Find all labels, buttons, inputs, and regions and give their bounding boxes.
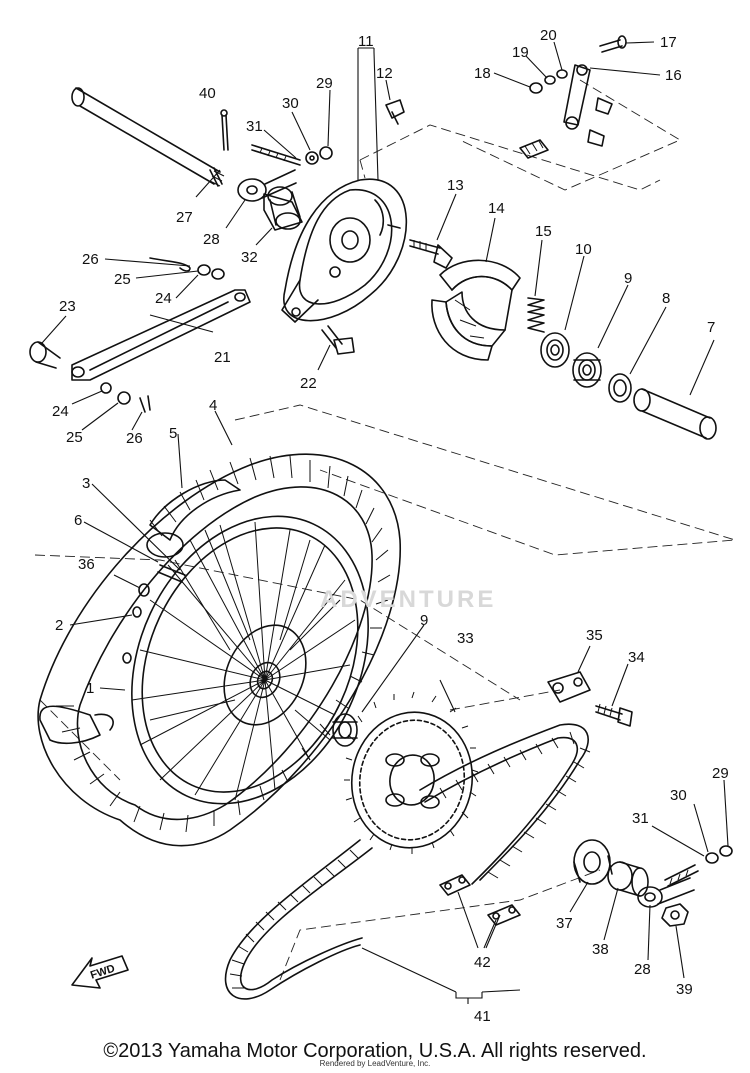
part-label-10: 10 (575, 241, 592, 258)
sprocket-hub-collar (573, 839, 649, 897)
plate-screw (385, 99, 405, 125)
part-label-9-lower: 9 (420, 612, 428, 629)
lever-fasteners (529, 35, 627, 94)
part-label-6: 6 (74, 512, 82, 529)
part-label-9: 9 (624, 270, 632, 287)
bearing-left (540, 332, 570, 368)
part-label-13: 13 (447, 177, 464, 194)
part-label-14: 14 (488, 200, 505, 217)
part-label-22: 22 (300, 375, 317, 392)
wheel-collar (633, 388, 717, 440)
part-label-26-upper: 26 (82, 251, 99, 268)
tube-and-rim-band (146, 479, 241, 583)
part-label-41: 41 (474, 1008, 491, 1025)
axle (71, 87, 225, 187)
part-label-29-upper: 29 (316, 75, 333, 92)
part-label-21: 21 (214, 349, 231, 366)
part-label-18: 18 (474, 65, 491, 82)
brake-shoes (431, 259, 521, 361)
rear-tire (37, 453, 401, 847)
part-number-labels: 1 2 3 4 5 6 7 8 9 9 10 11 12 13 14 15 16… (52, 27, 729, 1025)
spoke-nipples (122, 583, 150, 664)
part-label-32: 32 (241, 249, 258, 266)
chain-puller (547, 671, 633, 727)
part-label-8: 8 (662, 290, 670, 307)
part-label-31-upper: 31 (246, 118, 263, 135)
forward-arrow-icon: FWD (71, 955, 129, 989)
copyright-notice: ©2013 Yamaha Motor Corporation, U.S.A. A… (103, 1040, 647, 1062)
part-label-24-lower: 24 (52, 403, 69, 420)
part-label-1: 1 (86, 680, 94, 697)
part-label-4: 4 (209, 397, 217, 414)
return-spring (527, 297, 545, 333)
bearing-hub (332, 713, 358, 747)
leader-lines (41, 41, 729, 1004)
rim-and-spokes (131, 515, 369, 805)
part-label-25-upper: 25 (114, 271, 131, 288)
part-label-37: 37 (556, 915, 573, 932)
master-link (439, 874, 521, 926)
part-label-24-upper: 24 (155, 290, 172, 307)
brake-shoe-plate (281, 178, 408, 323)
fasteners-torque-arm (100, 257, 225, 413)
watermark-text: ADVENTURE (320, 586, 496, 613)
part-label-30-lower: 30 (670, 787, 687, 804)
part-label-38: 38 (592, 941, 609, 958)
brake-cam (409, 239, 453, 269)
part-label-35: 35 (586, 627, 603, 644)
adjuster-bolt-upper (251, 144, 333, 166)
part-label-33: 33 (457, 630, 474, 647)
cotter-pin (220, 109, 229, 151)
rendered-by-credit: Rendered by LeadVenture, Inc. (319, 1059, 431, 1068)
part-label-16: 16 (665, 67, 682, 84)
part-label-2: 2 (55, 617, 63, 634)
part-label-26-lower: 26 (126, 430, 143, 447)
brake-plate-bolt (321, 325, 355, 355)
part-label-20: 20 (540, 27, 557, 44)
part-label-23: 23 (59, 298, 76, 315)
drive-chain (224, 723, 591, 1000)
part-label-27: 27 (176, 209, 193, 226)
part-label-31-lower: 31 (632, 810, 649, 827)
torque-arm-bolt (29, 341, 61, 369)
part-label-19: 19 (512, 44, 529, 61)
torque-arm (71, 289, 251, 381)
axle-nut (661, 903, 689, 927)
part-label-36: 36 (78, 556, 95, 573)
part-label-12: 12 (376, 65, 393, 82)
part-label-34: 34 (628, 649, 645, 666)
part-label-7: 7 (707, 319, 715, 336)
part-label-42: 42 (474, 954, 491, 971)
brake-cam-lever (519, 64, 613, 159)
part-label-28-lower: 28 (634, 961, 651, 978)
part-label-15: 15 (535, 223, 552, 240)
part-label-40: 40 (199, 85, 216, 102)
part-label-11: 11 (358, 33, 374, 50)
oil-seal (608, 373, 632, 403)
bearing-right (572, 352, 602, 388)
part-label-3: 3 (82, 475, 90, 492)
part-label-30-upper: 30 (282, 95, 299, 112)
chain-adjuster-and-spacer (237, 169, 303, 231)
part-label-39: 39 (676, 981, 693, 998)
part-label-29-lower: 29 (712, 765, 729, 782)
part-label-5: 5 (169, 425, 177, 442)
part-label-25-lower: 25 (66, 429, 83, 446)
part-label-28-upper: 28 (203, 231, 220, 248)
part-label-17: 17 (660, 34, 677, 51)
adjuster-lower (637, 845, 733, 908)
assembly-guide-lines (34, 79, 736, 981)
rear-sprocket (344, 691, 479, 854)
